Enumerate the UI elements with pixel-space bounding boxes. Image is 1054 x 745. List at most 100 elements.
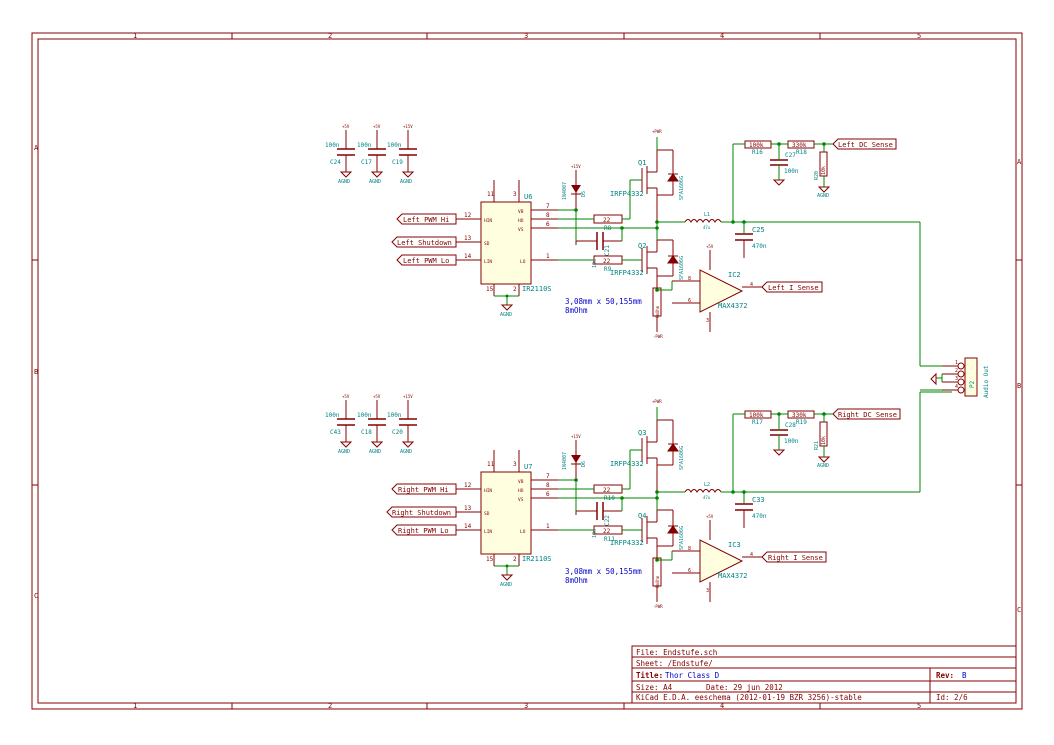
svg-text:AGND: AGND [338, 179, 350, 185]
svg-text:10u: 10u [592, 529, 598, 538]
svg-text:R9: R9 [604, 266, 612, 273]
svg-text:C27: C27 [785, 152, 796, 159]
svg-text:8mOhm: 8mOhm [655, 305, 660, 318]
bootstrap-diode: +15V 1N4007 D5 [562, 164, 587, 245]
svg-text:2: 2 [513, 556, 517, 563]
output-cap: C25 470n [735, 226, 767, 258]
svg-text:8mOhm: 8mOhm [565, 576, 588, 585]
svg-text:3: 3 [706, 318, 709, 324]
svg-text:Q2: Q2 [638, 242, 646, 250]
col-label-bottom: 5 [917, 702, 921, 710]
svg-text:12: 12 [464, 212, 472, 219]
svg-text:100n: 100n [325, 412, 340, 419]
left-pwm-lo-label[interactable]: Left_PWM_Lo [396, 254, 457, 266]
right-pwm-hi-label[interactable]: Right_PWM_Hi [391, 483, 457, 495]
bootstrap-cap: 10u C21 [576, 232, 622, 268]
bootstrap-diode: +15V 1N4007 D6 [562, 434, 587, 515]
svg-text:+15V: +15V [571, 164, 581, 169]
row-label-right: B [1017, 382, 1021, 390]
col-label-top: 2 [328, 32, 332, 40]
svg-text:R20: R20 [814, 171, 820, 180]
svg-text:100n: 100n [784, 168, 799, 175]
svg-text:R17: R17 [752, 419, 763, 426]
mosfet-high: +PWR Q3 IRFP4332 SFA1606G [610, 399, 685, 492]
svg-text:3,08mm x 50,155mm: 3,08mm x 50,155mm [565, 567, 642, 576]
svg-text:C21: C21 [604, 245, 611, 256]
row-label-right: A [1017, 158, 1022, 166]
svg-text:8: 8 [546, 212, 550, 219]
svg-text:C24: C24 [330, 159, 341, 166]
svg-text:AGND: AGND [817, 193, 829, 199]
svg-text:R18: R18 [796, 149, 807, 156]
right-pwm-lo-label[interactable]: Right_PWM_Lo [391, 524, 457, 536]
right-channel: 100n C43 AGND +5V 100n C18 AGND +5V 100n… [325, 391, 952, 609]
svg-text:100k: 100k [749, 142, 764, 149]
svg-text:U6: U6 [524, 193, 532, 201]
right-shutdown-label[interactable]: Right_Shutdown [386, 506, 457, 518]
right-i-sense-label[interactable]: Right_I_Sense [761, 551, 827, 563]
left-dc-sense-label[interactable]: Left_DC_Sense [832, 138, 897, 150]
svg-text:VS: VS [518, 497, 524, 503]
svg-text:IR2110S: IR2110S [522, 555, 552, 563]
svg-text:6: 6 [546, 491, 550, 498]
row-label-left: C [34, 592, 38, 600]
left-shutdown-label[interactable]: Left_Shutdown [391, 236, 457, 248]
svg-text:C25: C25 [752, 226, 765, 234]
shunt-resistor: -PWR 8mOhm [652, 557, 663, 609]
svg-text:22: 22 [603, 528, 611, 535]
decoupling-cap: 100n C20 AGND +15V [387, 394, 417, 455]
svg-text:D5: D5 [581, 191, 587, 197]
svg-text:LO: LO [520, 529, 526, 535]
svg-text:AGND: AGND [369, 179, 381, 185]
left-i-sense-label[interactable]: Left_I_Sense [761, 281, 823, 293]
left-channel: 100n C24 AGND +5V 100n C17 AGND +5V 100n… [325, 124, 952, 367]
svg-text:8: 8 [546, 482, 550, 489]
svg-text:L1: L1 [704, 212, 710, 218]
svg-text:+15V: +15V [571, 434, 581, 439]
svg-text:+5V: +5V [706, 514, 714, 519]
decoupling-cap: 100n C19 AGND +15V [387, 124, 417, 185]
svg-text:470n: 470n [752, 513, 767, 520]
svg-text:6: 6 [546, 221, 550, 228]
svg-text:Right_Shutdown: Right_Shutdown [392, 509, 451, 517]
title-size: Size: A4 [636, 683, 673, 692]
mosfet-low: Q4 IRFP4332 SFA1606G [610, 509, 685, 560]
svg-text:1N4007: 1N4007 [562, 182, 568, 200]
title-label: Title: [636, 671, 663, 680]
gate-driver-ic: U6 IR2110S VB HO VS HIN SD LIN LO 12 13 … [456, 180, 558, 318]
output-inductor: L1 47u [684, 212, 722, 230]
svg-text:SFA1606G: SFA1606G [679, 256, 685, 280]
title-block: File: Endstufe.sch Sheet: /Endstufe/ Tit… [631, 645, 1017, 704]
svg-text:AGND: AGND [500, 582, 512, 588]
svg-text:47u: 47u [703, 495, 711, 500]
output-inductor: L2 47u [684, 482, 722, 500]
svg-text:HO: HO [518, 488, 524, 494]
svg-text:22: 22 [603, 258, 611, 265]
decoupling-cap: 100n C17 AGND +5V [357, 124, 386, 185]
svg-text:11: 11 [487, 461, 495, 468]
row-label-left: A [34, 144, 39, 152]
svg-text:100n: 100n [325, 142, 340, 149]
left-pwm-hi-label[interactable]: Left_PWM_Hi [396, 213, 457, 225]
svg-text:4: 4 [750, 552, 753, 558]
junctions [574, 412, 826, 562]
svg-text:L2: L2 [704, 482, 710, 488]
svg-text:U7: U7 [524, 463, 532, 471]
svg-text:14: 14 [464, 253, 472, 260]
mosfet-low: Q2 IRFP4332 SFA1606G [610, 239, 685, 290]
svg-text:1: 1 [546, 253, 550, 260]
svg-text:100n: 100n [357, 412, 372, 419]
svg-text:SD: SD [484, 511, 490, 517]
svg-text:Right_I_Sense: Right_I_Sense [768, 554, 823, 562]
title-tool: KiCad E.D.A. eeschema (2012-01-19 BZR 32… [636, 693, 862, 702]
svg-text:MAX4372: MAX4372 [718, 302, 748, 310]
right-dc-sense-label[interactable]: Right_DC_Sense [832, 408, 901, 420]
col-label-top: 3 [524, 32, 528, 40]
svg-text:+PWR: +PWR [652, 129, 662, 134]
svg-text:6: 6 [688, 298, 691, 304]
shunt-note: 3,08mm x 50,155mm 8mOhm [565, 567, 642, 585]
gate-resistor-hi: 22 R8 [593, 214, 623, 232]
svg-text:15: 15 [486, 286, 494, 293]
col-label-top: 5 [917, 32, 921, 40]
